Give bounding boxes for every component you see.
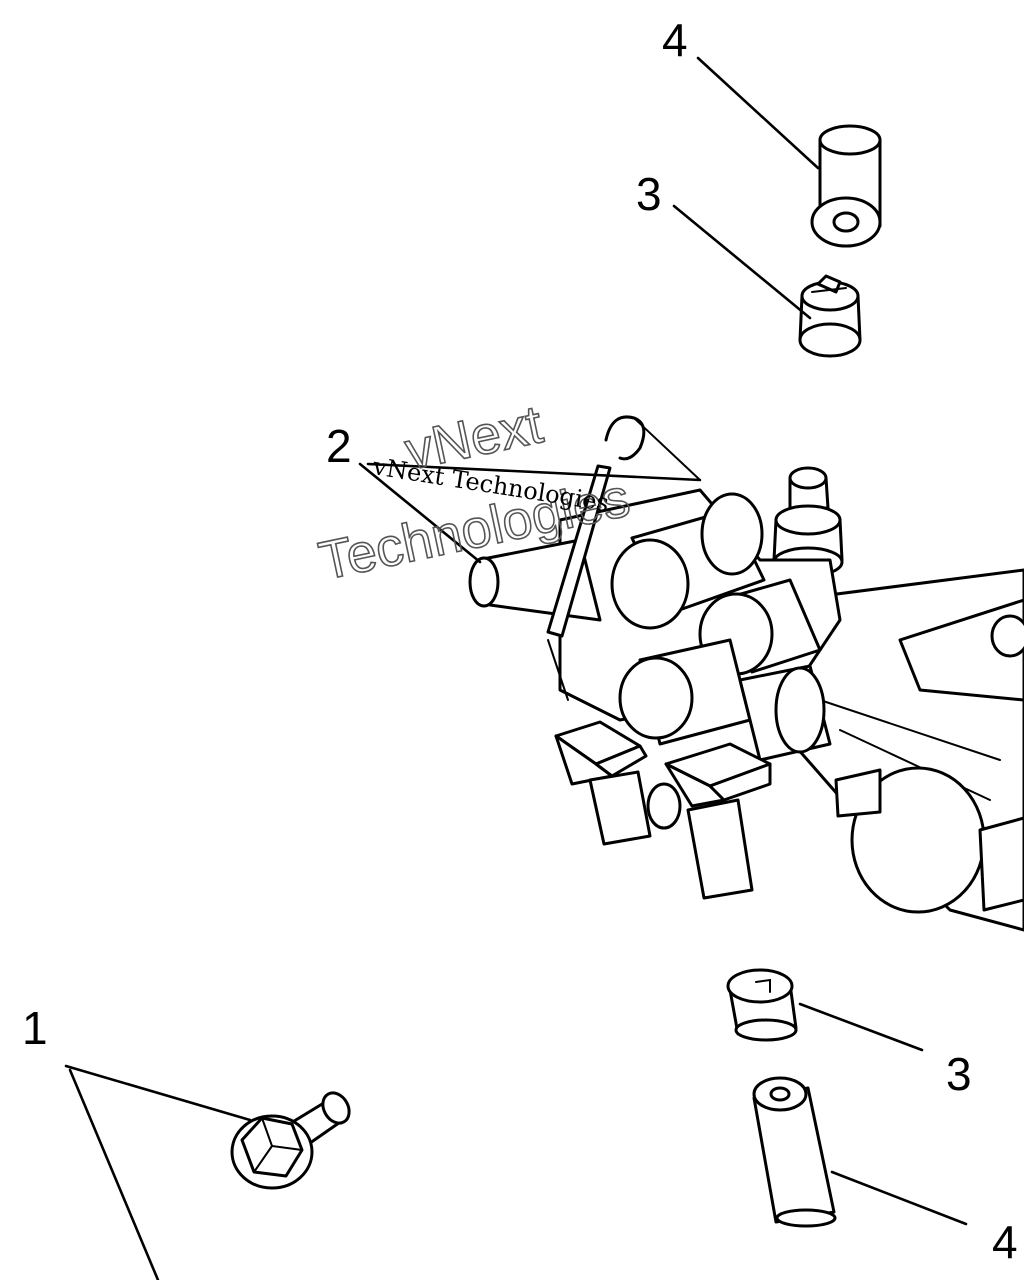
callout-1: 1 <box>22 1002 48 1054</box>
valve-body-part <box>468 415 1024 932</box>
leader-4-bottom <box>830 1170 968 1226</box>
leader-2b <box>366 462 702 482</box>
callout-3-bottom: 3 <box>946 1048 972 1100</box>
leader-4-top <box>696 56 820 170</box>
leader-1a <box>64 1064 252 1122</box>
callout-4-bottom: 4 <box>992 1216 1018 1268</box>
leader-2a <box>358 462 482 564</box>
callout-4-top: 4 <box>662 14 688 66</box>
sleeve-bottom-part <box>752 1076 837 1228</box>
flange-bolt-part <box>230 1091 351 1190</box>
ring-top-part <box>798 274 862 358</box>
callout-2: 2 <box>326 420 352 472</box>
leader-3-bottom <box>798 1002 924 1052</box>
sleeve-top-part <box>810 124 882 248</box>
ring-bottom-part <box>726 968 798 1042</box>
callout-3-top: 3 <box>636 168 662 220</box>
leader-1b <box>68 1068 160 1280</box>
leader-3-top <box>672 204 812 320</box>
